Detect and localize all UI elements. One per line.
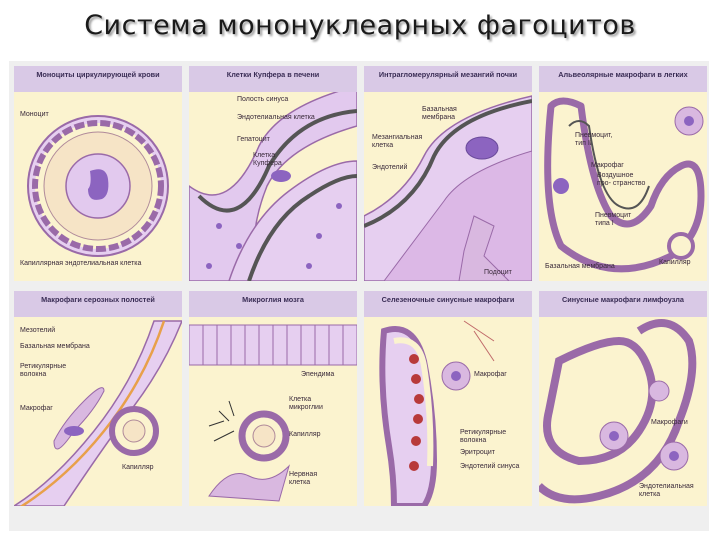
label-pneumocyte-type1: Пневмоцит типа I (595, 212, 632, 227)
label-nerve-cell: Нервная клетка (289, 471, 318, 486)
page-title: Система мононуклеарных фагоцитов (84, 10, 636, 41)
label-kupffer-cell: Клетка Купфера (253, 152, 282, 167)
panel-brain-microglia: Микроглия мозга Эпендима Клетка микрогли… (189, 291, 357, 506)
label-macrophage: Макрофаг (474, 371, 507, 378)
label-capillary: Капилляр (289, 431, 321, 438)
label-endothelial-cell: Капиллярная эндотелиальная клетка (20, 260, 142, 267)
blood-monocyte-illustration (27, 115, 169, 257)
alveolar-macrophage-illustration (544, 97, 705, 273)
panel-title: Макрофаги серозных полостей (14, 291, 182, 317)
mesangium-illustration (364, 95, 532, 281)
label-capillary: Капилляр (122, 464, 154, 471)
label-basement-membrane: Базальная мембрана (545, 263, 615, 270)
label-macrophage: Макрофаг (20, 405, 53, 412)
label-sinus-endothelium: Эндотелий синуса (460, 463, 520, 470)
panel-blood-monocytes: Моноциты циркулирующей крови Моноцит Кап… (14, 66, 182, 281)
serous-macrophage-illustration (14, 320, 182, 506)
label-capillary: Капилляр (659, 259, 691, 266)
label-basement-membrane: Базальная мембрана (422, 106, 457, 121)
panel-title: Клетки Купфера в печени (189, 66, 357, 92)
label-mesothelium: Мезотелий (20, 327, 56, 334)
lymph-node-macrophage-illustration (539, 319, 697, 504)
panel-title: Селезеночные синусные макрофаги (364, 291, 532, 317)
label-monocyte: Моноцит (20, 111, 49, 118)
panel-title: Моноциты циркулирующей крови (14, 66, 182, 92)
label-endothelial-cell: Эндотелиальная клетка (639, 483, 694, 498)
label-macrophage: Макрофаг (591, 162, 624, 169)
label-reticular-fibers: Ретикулярные волокна (460, 429, 507, 444)
label-microglia-cell: Клетка микроглии (289, 396, 323, 411)
panel-lymph-node-macrophages: Синусные макрофаги лимфоузла Макрофаги Э… (539, 291, 707, 506)
label-mesangial-cell: Мезангиальная клетка (372, 134, 423, 149)
label-macrophages: Макрофаги (651, 419, 688, 426)
label-sinus-cavity: Полость синуса (237, 96, 289, 103)
figure-plate: Моноциты циркулирующей крови Моноцит Кап… (9, 61, 709, 531)
label-endothelium: Эндотелий (372, 164, 408, 171)
panel-splenic-macrophages: Селезеночные синусные макрофаги Макрофаг… (364, 291, 532, 506)
label-reticular-fibers: Ретикулярные волокна (20, 363, 67, 378)
label-basement-membrane: Базальная мембрана (20, 343, 90, 350)
splenic-macrophage-illustration (379, 320, 495, 506)
panel-renal-mesangium: Интрагломерулярный мезангий почки Базаль… (364, 66, 532, 281)
panel-serous-macrophages: Макрофаги серозных полостей Мезотелий Ба… (14, 291, 182, 506)
label-air-space: Воздушное про- странство (597, 172, 646, 187)
kupffer-cell-illustration (189, 85, 357, 281)
panel-title: Интрагломерулярный мезангий почки (364, 66, 532, 92)
label-podocyte: Подоцит (484, 269, 512, 276)
label-pneumocyte-type2: Пневмоцит, тип II (575, 132, 613, 147)
microglia-illustration (189, 324, 357, 502)
panel-title: Синусные макрофаги лимфоузла (539, 291, 707, 317)
panel-alveolar-macrophages: Альвеолярные макрофаги в легких Пневмоци… (539, 66, 707, 281)
panel-kupffer-cells: Клетки Купфера в печени Полость синуса Э… (189, 66, 357, 281)
label-hepatocyte: Гепатоцит (237, 136, 270, 143)
label-endothelial-cell: Эндотелиальная клетка (237, 114, 315, 121)
label-ependyma: Эпендима (301, 371, 335, 378)
panel-title: Альвеолярные макрофаги в легких (539, 66, 707, 92)
panel-title: Микроглия мозга (189, 291, 357, 317)
label-erythrocyte: Эритроцит (460, 449, 495, 456)
